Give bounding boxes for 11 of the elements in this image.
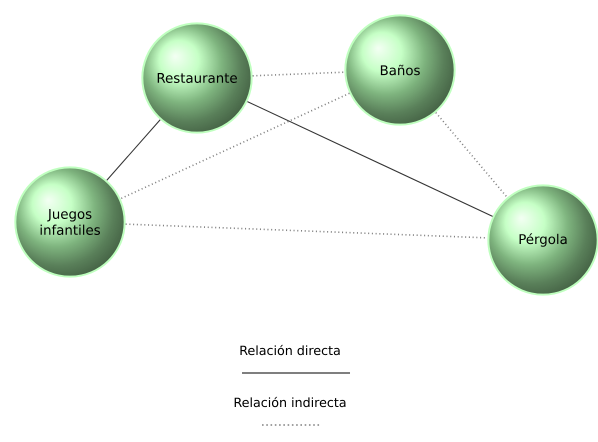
connector-line	[120, 92, 350, 200]
legend-label: Relación indirecta	[234, 396, 346, 408]
sphere: Baños	[344, 14, 456, 126]
connector-line	[435, 112, 508, 198]
connector-line	[247, 101, 493, 217]
legend-label: Relación directa	[240, 344, 340, 356]
connector-line	[106, 119, 161, 181]
connector-line	[126, 223, 488, 239]
sphere: Restaurante	[141, 22, 253, 134]
connector-line	[252, 71, 344, 77]
sphere: Juegos infantiles	[14, 166, 126, 278]
